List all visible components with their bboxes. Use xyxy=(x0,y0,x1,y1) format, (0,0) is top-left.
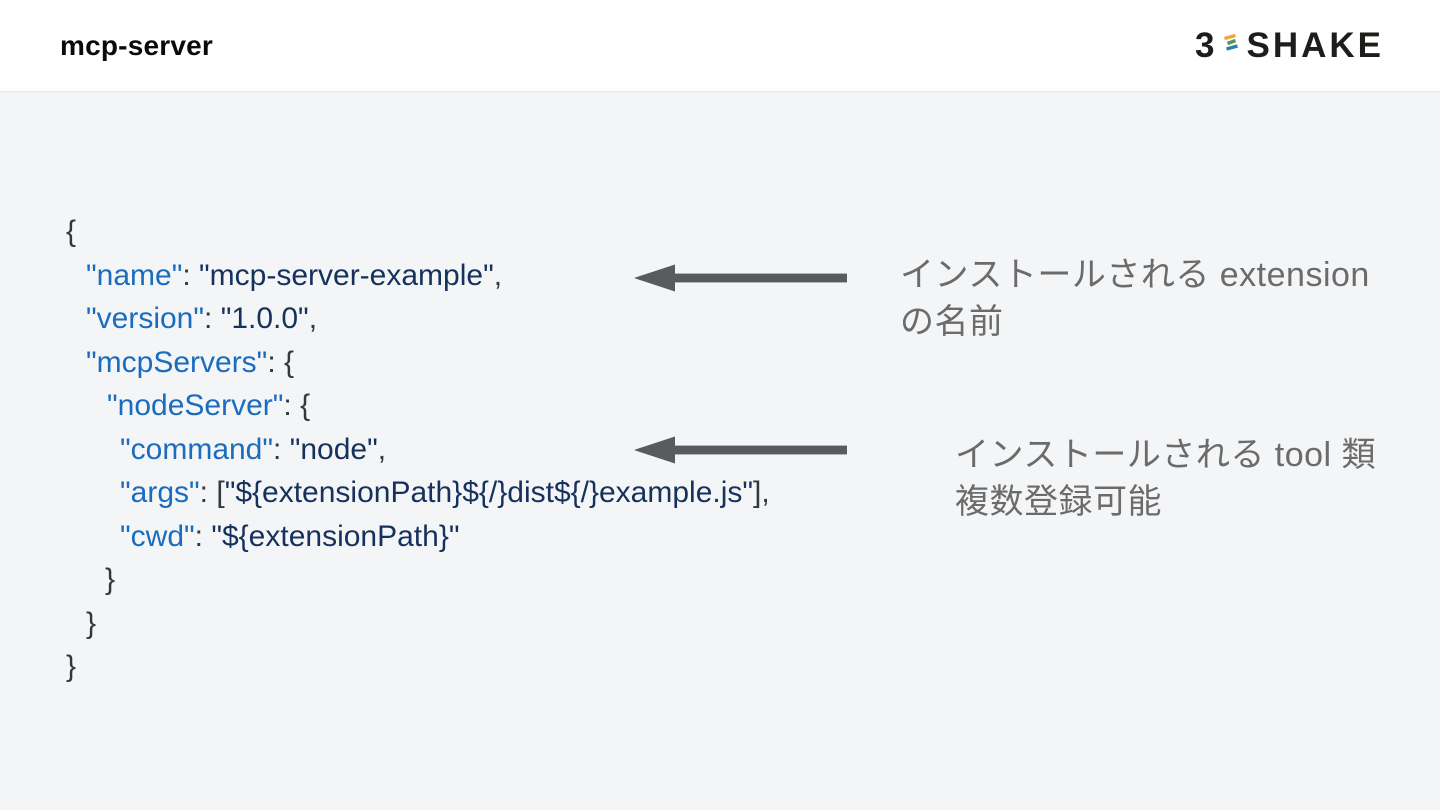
annotation-line: インストールされる extension xyxy=(900,256,1370,294)
code-line: "cwd": "${extensionPath}" xyxy=(66,515,770,559)
annotation-line: インストールされる tool 類 xyxy=(955,436,1377,474)
code-token-pun: , xyxy=(308,302,318,335)
slide-header: mcp-server 3 SHAKE xyxy=(0,0,1440,92)
code-token-pun: : [ xyxy=(199,476,225,509)
arrow-left-icon xyxy=(634,264,847,292)
slide-body: {"name": "mcp-server-example","version":… xyxy=(0,92,1440,810)
code-token-pun: } xyxy=(105,563,116,596)
code-token-key: "mcpServers" xyxy=(86,345,268,379)
code-line: "args": ["${extensionPath}${/}dist${/}ex… xyxy=(66,471,770,515)
code-token-key: "version" xyxy=(86,302,205,335)
page-title: mcp-server xyxy=(60,29,213,61)
code-token-str: "${extensionPath}" xyxy=(211,519,460,553)
annotation-extension-name: インストールされる extension の名前 xyxy=(900,252,1370,346)
code-token-pun: } xyxy=(66,650,77,683)
code-line: "nodeServer": { xyxy=(66,384,770,428)
code-token-pun: ], xyxy=(753,476,770,509)
code-token-pun: , xyxy=(377,432,387,466)
code-token-str: "1.0.0" xyxy=(220,302,309,335)
code-token-key: "name" xyxy=(86,258,183,292)
code-token-key: "nodeServer" xyxy=(107,389,284,422)
logo-text-shake: SHAKE xyxy=(1246,26,1384,65)
code-line: "command": "node", xyxy=(66,428,770,472)
annotation-tools: インストールされる tool 類 複数登録可能 xyxy=(955,432,1376,526)
code-token-str: "node" xyxy=(289,432,378,466)
brand-logo: 3 SHAKE xyxy=(1195,28,1384,63)
code-line: "version": "1.0.0", xyxy=(66,297,770,341)
code-token-pun: : { xyxy=(267,345,295,379)
code-line: } xyxy=(66,645,770,689)
code-token-pun: { xyxy=(66,215,77,248)
annotation-line: 複数登録可能 xyxy=(955,483,1162,521)
code-token-key: "args" xyxy=(120,476,200,509)
logo-text-3: 3 xyxy=(1195,26,1218,65)
code-line: } xyxy=(66,558,770,602)
code-token-pun: } xyxy=(86,606,97,640)
code-token-key: "cwd" xyxy=(120,519,195,553)
code-token-key: "command" xyxy=(120,432,274,466)
code-token-pun: : xyxy=(194,519,212,553)
arrow-left-icon xyxy=(634,436,847,464)
code-token-pun: , xyxy=(493,258,503,292)
code-token-str: "mcp-server-example" xyxy=(199,258,494,292)
code-token-pun: : xyxy=(273,432,290,466)
code-line: "name": "mcp-server-example", xyxy=(66,254,770,298)
code-line: { xyxy=(66,210,770,254)
logo-zigzag-icon xyxy=(1224,33,1239,51)
code-line: "mcpServers": { xyxy=(66,341,770,385)
annotation-line: の名前 xyxy=(900,303,1004,341)
code-token-pun: : xyxy=(182,258,200,292)
code-token-pun: : { xyxy=(283,389,311,422)
code-token-pun: : xyxy=(204,302,221,335)
code-line: } xyxy=(66,602,770,646)
code-token-str: "${extensionPath}${/}dist${/}example.js" xyxy=(224,476,754,509)
json-code-block: {"name": "mcp-server-example","version":… xyxy=(66,210,770,689)
